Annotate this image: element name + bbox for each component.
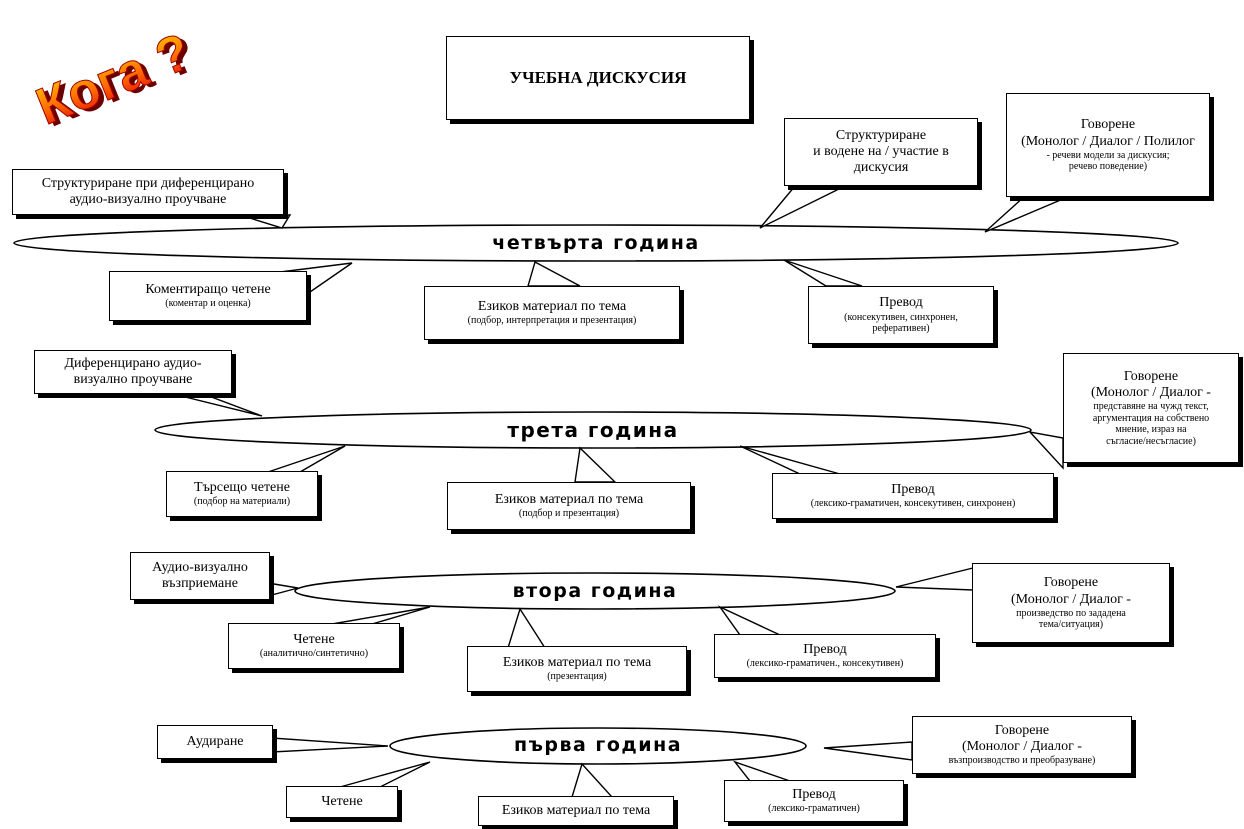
box-line: (подбор, интерпретация и презентация) [467,315,637,327]
box-line: представяне на чужд текст, [1093,401,1209,413]
box-line: дискусия [853,160,909,176]
box-line: Структуриране [835,127,927,143]
box-line: тема/ситуация) [1038,619,1104,631]
box-y3-language: Езиков материал по тема(подбор и презент… [447,482,691,530]
box-y1-speaking: Говорене(Монолог / Диалог -възпроизводст… [912,716,1132,774]
box-line: аргументация на собствено [1092,412,1210,424]
box-line: Езиков материал по тема [502,655,652,671]
box-line: Езиков материал по тема [501,802,651,818]
box-y3-av-study: Диференцирано аудио-визуално проучване [34,350,232,394]
ellipse-year-4 [13,224,1179,262]
box-y3-translation: Превод(лексико-граматичен, консекутивен,… [772,473,1054,519]
ellipse-year-2 [294,572,896,610]
box-line: Аудио-визуално [152,559,248,575]
box-line: речево поведение) [1068,161,1148,173]
box-line: (Монолог / Диалог / Полилог [1021,133,1195,149]
box-line: възпроизводство и преобразуване) [948,755,1096,767]
box-line: Говорене [1043,575,1099,591]
box-y1-language: Езиков материал по тема [478,796,674,826]
box-line: Говорене [1123,368,1179,384]
label-year-4: четвърта година [492,232,700,254]
box-line: (лексико-граматичен) [768,803,860,815]
box-line: (презентация) [547,671,607,683]
box-y4-language: Езиков материал по тема(подбор, интерпре… [424,286,680,340]
box-y2-speaking: Говорене(Монолог / Диалог -произведство … [972,563,1170,643]
box-y2-translation: Превод(лексико-граматичен., консекутивен… [714,634,936,678]
box-line: (лексико-граматичен., консекутивен) [746,658,904,670]
box-line: Четене [293,632,335,648]
box-y4-translation: Превод(консекутивен, синхронен,рефератив… [808,286,994,344]
box-line: Четене [321,793,363,809]
box-line: реферативен) [872,323,930,335]
box-line: произведство по зададена [1016,607,1126,619]
box-line: мнение, израз на [1115,424,1187,436]
box-y3-speaking: Говорене(Монолог / Диалог -представяне н… [1063,353,1239,463]
box-line: (лексико-граматичен, консекутивен, синхр… [810,498,1016,510]
box-line: Говорене [1080,117,1136,133]
ellipse-year-3 [154,411,1032,449]
box-y2-reading: Четене(аналитично/синтетично) [228,623,400,669]
box-line: (коментар и оценка) [165,298,251,310]
box-line: съгласие/несъгласие) [1106,435,1196,447]
box-line: Диференцирано аудио- [64,355,202,371]
box-line: Превод [879,295,923,311]
diagram-title: УЧЕБНА ДИСКУСИЯ [446,36,750,120]
box-line: Аудиране [186,733,244,749]
box-line: възприемане [162,576,238,591]
box-line: (Монолог / Диалог - [1091,385,1211,400]
box-line: Превод [803,642,847,658]
box-line: (Монолог / Диалог - [1011,591,1131,607]
box-line: - речеви модели за дискусия; [1046,149,1170,161]
box-line: (аналитично/синтетично) [259,648,369,660]
label-year-1: първа година [513,734,683,756]
box-y1-translation: Превод(лексико-граматичен) [724,780,904,822]
box-line: и водене на / участие в [813,143,949,159]
box-y2-language: Езиков материал по тема(презентация) [467,646,687,692]
svg-text:Кога ?: Кога ? [28,23,198,136]
box-line: Езиков материал по тема [494,492,644,508]
logo-koga: Кога ? Кога ? [28,22,198,136]
ellipse-year-1 [389,727,807,765]
box-line: Говорене [994,723,1050,739]
box-y4-comment-reading: Коментиращо четене(коментар и оценка) [109,271,307,321]
box-line: Превод [891,482,935,498]
box-line: Търсещо четене [194,480,290,496]
box-y3-search-reading: Търсещо четене(подбор на материали) [166,471,318,517]
box-line: Коментиращо четене [145,282,271,298]
box-line: (подбор и презентация) [518,508,620,520]
box-line: (подбор на материали) [193,496,291,508]
box-line: Езиков материал по тема [477,299,627,315]
box-y1-reading: Четене [286,786,398,818]
box-line: Структуриране при диференцирано [41,175,255,191]
box-line: аудио-визуално проучване [69,192,227,207]
box-line: (консекутивен, синхронен, [844,311,958,323]
box-y4-speaking: Говорене(Монолог / Диалог / Полилог- реч… [1006,93,1210,197]
box-line: Превод [792,787,836,803]
label-year-2: втора година [512,580,678,602]
label-year-3: трета година [507,418,679,442]
box-line: (Монолог / Диалог - [962,739,1082,755]
box-line: визуално проучване [73,372,193,387]
box-y1-listening: Аудиране [157,725,273,759]
